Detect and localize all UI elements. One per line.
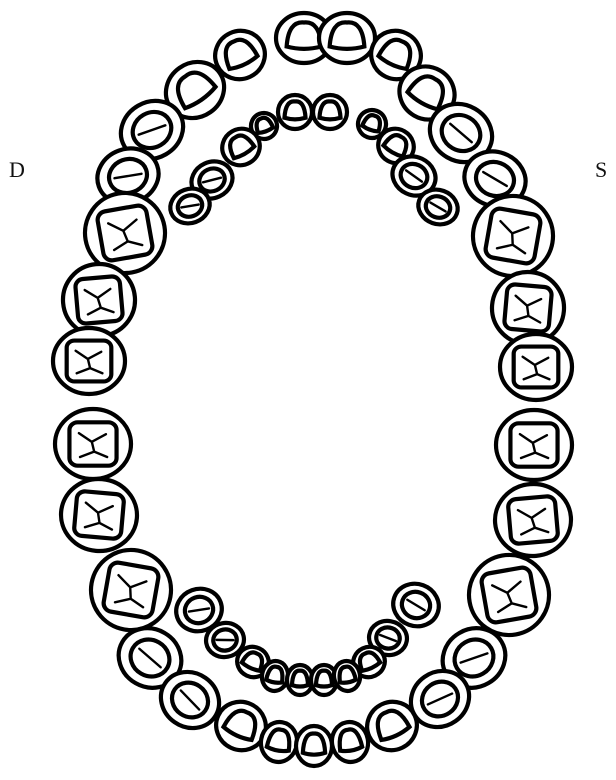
lower-molar-tooth-1 <box>55 409 131 479</box>
upper-molar-tooth-15 <box>53 328 125 394</box>
tooth-crown <box>303 734 325 755</box>
tooth-crown <box>316 671 332 687</box>
upper-incisor-tooth-18 <box>313 95 347 129</box>
tooth-crown <box>319 101 340 119</box>
lower-incisor-tooth-14 <box>296 726 332 766</box>
lower-incisor-tooth-15 <box>329 719 371 765</box>
upper-molar-tooth-16 <box>500 334 572 400</box>
tooth-crown <box>330 22 365 48</box>
tooth-crown <box>292 671 308 687</box>
tooth-crown <box>284 101 305 119</box>
lower-molar-tooth-5 <box>85 544 178 637</box>
tooth-crown <box>266 665 285 683</box>
tooth-crown <box>287 22 322 48</box>
lower-molar-tooth-3 <box>58 476 140 554</box>
tooth-crown <box>337 665 356 683</box>
lower-molar-tooth-4 <box>492 481 574 559</box>
upper-incisor-tooth-17 <box>278 95 312 129</box>
upper-incisor-tooth-2 <box>319 13 375 63</box>
lower-molar-tooth-2 <box>496 410 572 480</box>
